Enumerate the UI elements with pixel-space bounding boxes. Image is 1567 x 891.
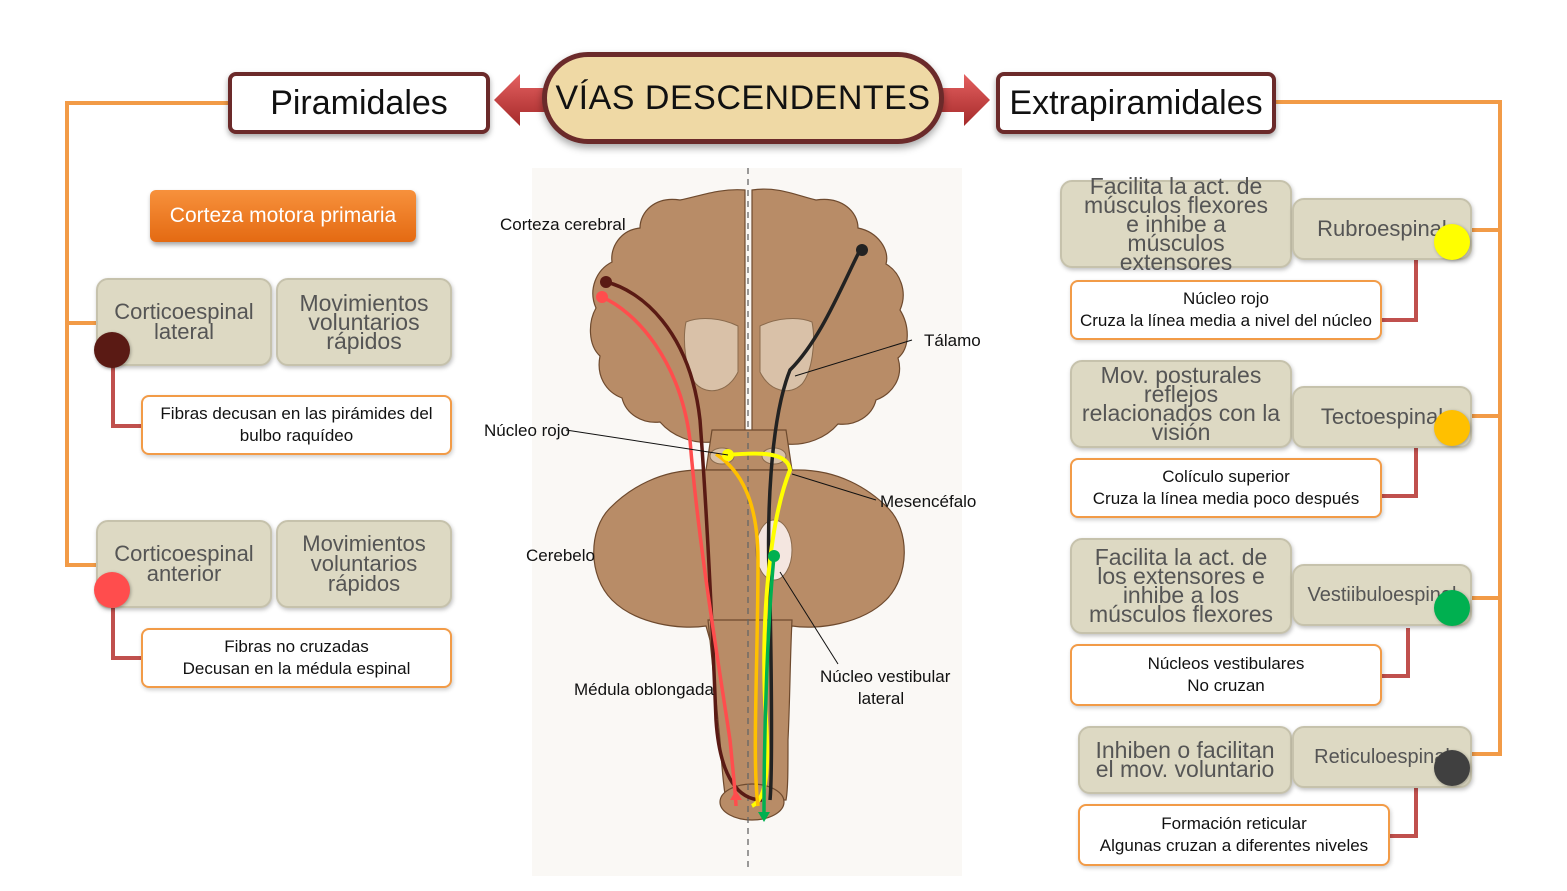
tract-vestibuloespinal (762, 555, 776, 813)
tract-start-dot-3 (856, 244, 868, 256)
label-vestibular-line1: Núcleo vestibular (820, 667, 951, 686)
tract-tectoespinal (715, 452, 760, 807)
right-note-link-1-v (1414, 260, 1418, 322)
tract-function-1: Movimientos voluntarios rápidos (276, 278, 452, 366)
tract-rubroespinal (727, 451, 793, 808)
tract-start-dot-2 (596, 291, 608, 303)
right-note-link-1-h (1380, 318, 1418, 322)
label-cerebelo: Cerebelo (526, 546, 595, 565)
right-note-link-4-h (1390, 834, 1418, 838)
left-note-link-2-v (111, 602, 115, 660)
page-title: VÍAS DESCENDENTES (542, 52, 944, 144)
tract-name-1: Corticoespinal lateral (96, 278, 272, 366)
vestibulo-color-dot (1434, 590, 1470, 626)
leader-talamo (794, 339, 913, 377)
label-medula-oblongada: Médula oblongada (574, 680, 714, 699)
label-mesencefalo: Mesencéfalo (880, 492, 977, 511)
tract-start-dot-1 (600, 276, 612, 288)
right-connector-3 (1470, 596, 1502, 600)
tract-function-2: Movimientos voluntarios rápidos (276, 520, 452, 608)
left-note-link-1-v (111, 360, 115, 428)
arrow-end-2 (758, 812, 770, 822)
right-hemisphere (751, 188, 908, 445)
left-header: Piramidales (228, 72, 490, 134)
reticulo-color-dot (1434, 750, 1470, 786)
left-connector-2 (65, 563, 97, 567)
tract-color-dot-1 (94, 332, 130, 368)
right-connector-2 (1470, 414, 1502, 418)
right-note-link-2-h (1380, 494, 1418, 498)
left-thalamus (683, 318, 739, 392)
right-arrow-icon (940, 74, 990, 126)
right-note-link-3-h (1380, 674, 1410, 678)
left-connector-top (65, 101, 230, 105)
right-connector-1 (1470, 228, 1502, 232)
vestibulo-function: Facilita la act. de los extensores e inh… (1070, 538, 1292, 634)
label-talamo: Tálamo (924, 331, 981, 350)
leader-vestibular (779, 571, 839, 665)
arrow-end-1 (730, 790, 742, 800)
right-thalamus (759, 318, 815, 392)
right-header: Extrapiramidales (996, 72, 1276, 134)
right-note-link-3-v (1406, 628, 1410, 678)
label-corteza-cerebral: Corteza cerebral (500, 215, 626, 234)
right-note-link-4-v (1414, 788, 1418, 838)
tecto-function: Mov. posturales reflejos relacionados co… (1070, 360, 1292, 448)
spinal-cross-section (719, 783, 785, 821)
tract-corticoespinal-lateral (605, 280, 763, 802)
rubro-color-dot (1434, 224, 1470, 260)
left-connector-vertical (65, 101, 69, 567)
medulla (707, 619, 793, 801)
right-note-link-2-v (1414, 448, 1418, 498)
rubro-function: Facilita la act. de músculos flexores e … (1060, 174, 1292, 273)
right-connector-top (1276, 100, 1502, 104)
left-arrow-icon (494, 74, 548, 126)
leader-nucleo-rojo (565, 429, 729, 456)
right-connector-vertical (1498, 100, 1502, 756)
left-connector-1 (65, 321, 97, 325)
label-vestibular-line2: lateral (857, 689, 905, 708)
reticulo-function: Inhiben o facilitan el mov. voluntario (1078, 726, 1292, 794)
tract-reticuloespinal (766, 249, 862, 801)
left-note-link-1-h (111, 424, 141, 428)
tecto-color-dot (1434, 410, 1470, 446)
leader-mesencefalo (791, 473, 877, 501)
label-nucleo-vestibular: Núcleo vestibular lateral (820, 666, 951, 710)
right-connector-4 (1470, 752, 1502, 756)
left-note-link-2-h (111, 656, 141, 660)
tract-start-dot-5 (768, 550, 780, 562)
tract-color-dot-2 (94, 572, 130, 608)
label-nucleo-rojo: Núcleo rojo (484, 421, 570, 440)
origin-label: Corteza motora primaria (150, 190, 416, 242)
tract-corticoespinal-anterior (601, 295, 738, 807)
